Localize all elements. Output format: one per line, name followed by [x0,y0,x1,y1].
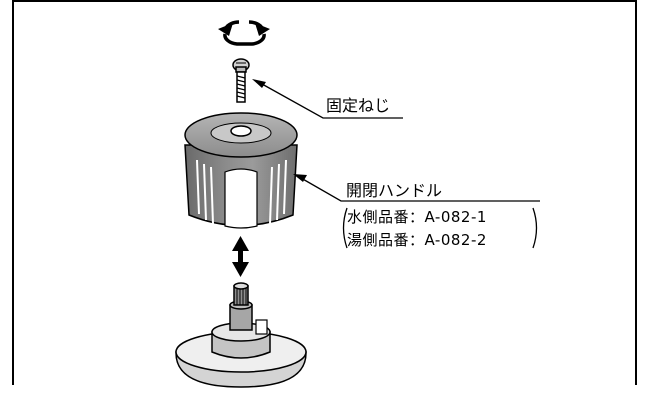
valve-base-illustration [175,282,307,388]
screw-label: 固定ねじ [326,96,391,115]
part-number-water: 水側品番：A-082-1 [347,208,487,226]
screw-leader-line [261,83,403,119]
handle-leader-line [300,177,540,202]
bracket-right [532,207,538,249]
bracket-left [342,207,348,249]
rotate-arrowhead-right [255,23,270,36]
part-number-hot: 湯側品番：A-082-2 [347,231,487,249]
frame-border [12,0,637,385]
screw-leader-arrowhead [252,79,266,88]
handle-knob-illustration [184,112,298,229]
rotate-arrowhead-left [218,23,233,36]
double-arrow-vertical-icon [232,236,249,277]
screw-illustration [232,58,250,103]
handle-leader-arrowhead [293,174,307,182]
handle-label: 開閉ハンドル [346,181,443,200]
